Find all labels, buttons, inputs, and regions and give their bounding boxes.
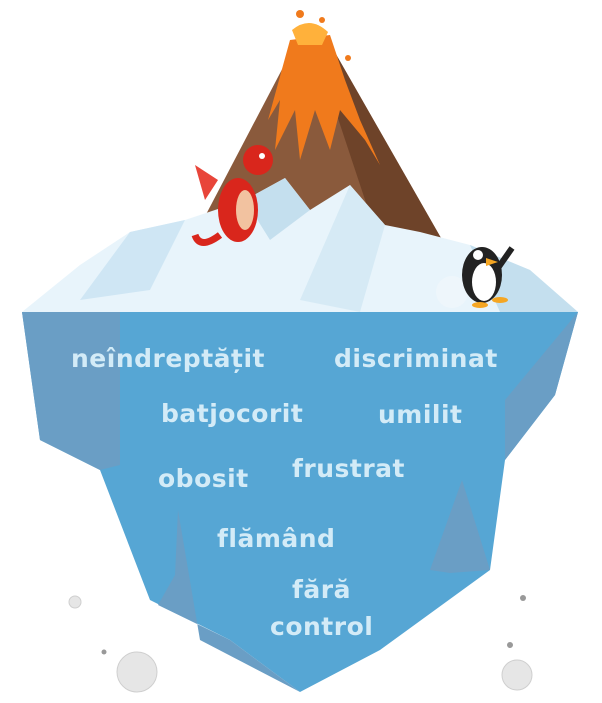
lava-flow: [268, 35, 380, 165]
dragon-character: [191, 145, 273, 246]
bubble: [101, 649, 107, 655]
word-discriminat: discriminat: [334, 344, 498, 373]
ice-above-water: [22, 178, 578, 312]
lava-drop: [345, 55, 351, 61]
iceberg-shadow: [430, 480, 490, 573]
bubble: [520, 595, 526, 601]
ice-facet: [300, 185, 385, 312]
word-control: control: [270, 612, 374, 641]
ice-facet: [245, 178, 310, 240]
iceberg-shadow: [22, 312, 120, 470]
penguin-character: [436, 246, 515, 308]
lava-top: [292, 22, 328, 45]
iceberg-underwater: [22, 312, 578, 692]
bubble: [68, 595, 82, 609]
word-neindreptatit: neîndreptățit: [71, 344, 265, 373]
bubble: [116, 651, 158, 693]
word-batjocorit: batjocorit: [161, 399, 304, 428]
bubble: [507, 642, 513, 648]
lava-drop: [296, 10, 304, 18]
word-umilit: umilit: [378, 400, 463, 429]
bubble: [501, 659, 533, 691]
ice-facet: [80, 220, 185, 300]
iceberg-shadow: [505, 312, 578, 460]
lava-drop: [319, 17, 325, 23]
word-frustrat: frustrat: [292, 454, 405, 483]
word-fara: fără: [292, 575, 351, 604]
word-flamand: flămând: [217, 524, 336, 553]
iceberg-shadow: [158, 510, 300, 692]
word-obosit: obosit: [158, 464, 249, 493]
